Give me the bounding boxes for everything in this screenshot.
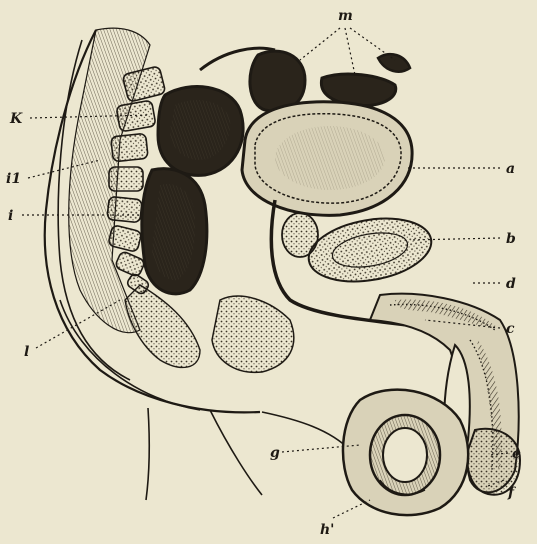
label-i: i: [8, 208, 13, 224]
scrotum-testis: [343, 390, 468, 516]
label-k: K: [9, 111, 23, 127]
perineal-tissue: [212, 296, 294, 372]
label-d: d: [506, 276, 516, 292]
label-m: m: [338, 8, 353, 24]
label-c: c: [506, 321, 515, 337]
label-a: a: [506, 161, 515, 177]
label-e: e: [512, 446, 521, 462]
label-i1: i1: [6, 171, 21, 187]
label-g: g: [270, 445, 280, 461]
label-f: f: [507, 485, 517, 501]
label-l: l: [24, 344, 29, 360]
label-b: b: [506, 231, 516, 247]
prostate: [282, 210, 436, 291]
label-h: h': [320, 522, 334, 538]
gluteal-tissue: [125, 285, 200, 367]
bladder: [242, 102, 412, 216]
